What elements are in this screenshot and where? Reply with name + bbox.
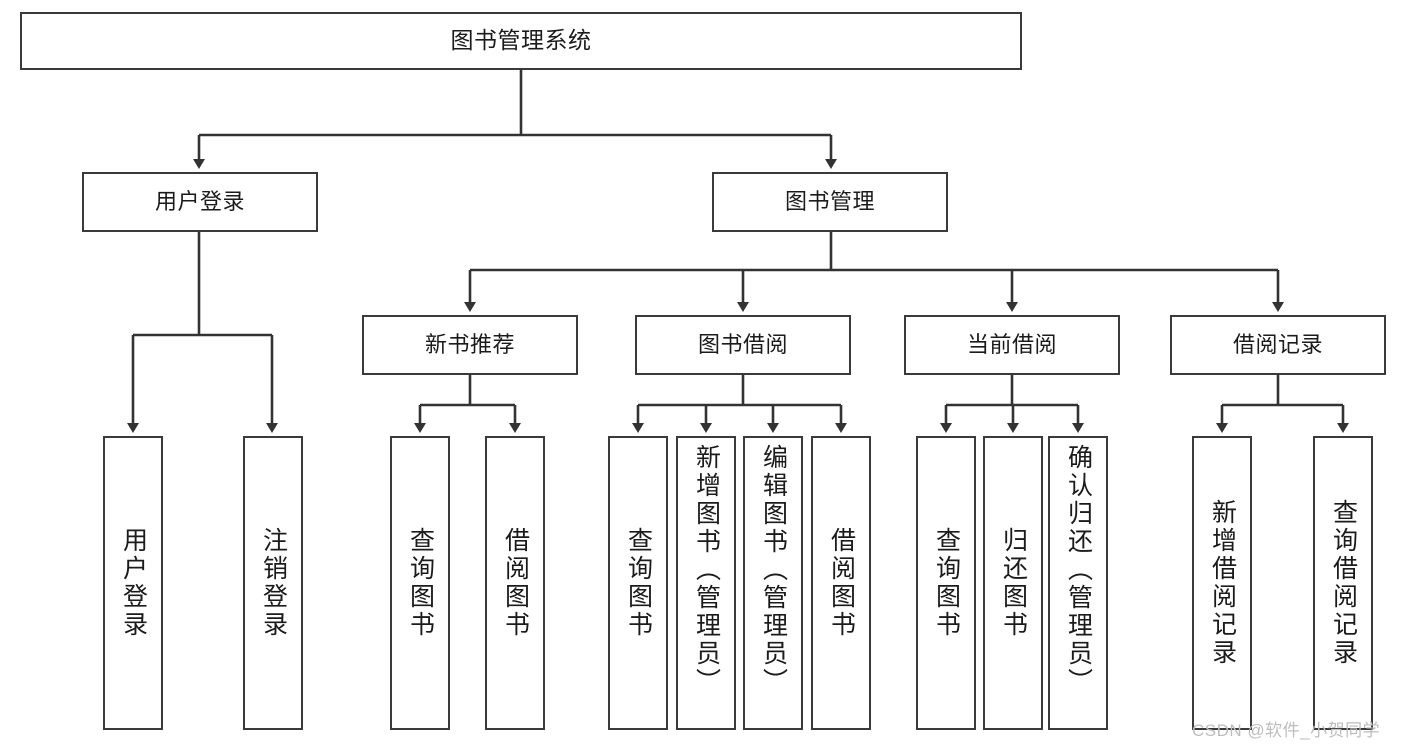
node-borrow-record[interactable]: 借阅记录 [1170, 315, 1386, 375]
node-leaf-query-book-3-label: 查询图书 [932, 527, 961, 639]
node-leaf-query-record-label: 查询借阅记录 [1329, 499, 1358, 667]
node-root[interactable]: 图书管理系统 [20, 12, 1022, 70]
node-book-manage[interactable]: 图书管理 [712, 172, 948, 232]
node-leaf-query-book-1-label: 查询图书 [406, 527, 435, 639]
node-book-borrow[interactable]: 图书借阅 [635, 315, 851, 375]
csdn-watermark: CSDN @软件_小贺同学 [1192, 721, 1381, 740]
node-leaf-confirm-return[interactable]: 确认归还（管理员） [1048, 436, 1108, 730]
node-leaf-add-book[interactable]: 新增图书（管理员） [676, 436, 736, 730]
node-user-login-label: 用户登录 [154, 188, 245, 214]
node-leaf-add-record[interactable]: 新增借阅记录 [1192, 436, 1252, 730]
node-leaf-user-logout[interactable]: 注销登录 [243, 436, 303, 730]
node-leaf-add-record-label: 新增借阅记录 [1208, 499, 1237, 667]
node-new-book-rec-label: 新书推荐 [424, 331, 515, 357]
node-leaf-query-record[interactable]: 查询借阅记录 [1313, 436, 1373, 730]
node-leaf-user-login-label: 用户登录 [119, 527, 148, 639]
node-leaf-borrow-book-2[interactable]: 借阅图书 [811, 436, 871, 730]
node-leaf-return-book[interactable]: 归还图书 [983, 436, 1043, 730]
node-leaf-borrow-book-2-label: 借阅图书 [827, 527, 856, 639]
node-current-borrow[interactable]: 当前借阅 [904, 315, 1120, 375]
node-leaf-query-book-1[interactable]: 查询图书 [390, 436, 450, 730]
node-leaf-add-book-label: 新增图书（管理员） [692, 444, 721, 696]
node-leaf-return-book-label: 归还图书 [999, 527, 1028, 639]
node-book-manage-label: 图书管理 [784, 188, 875, 214]
node-leaf-borrow-book-1[interactable]: 借阅图书 [485, 436, 545, 730]
node-current-borrow-label: 当前借阅 [966, 331, 1057, 357]
node-borrow-record-label: 借阅记录 [1232, 331, 1323, 357]
node-book-borrow-label: 图书借阅 [697, 331, 788, 357]
node-leaf-edit-book[interactable]: 编辑图书（管理员） [743, 436, 803, 730]
node-leaf-edit-book-label: 编辑图书（管理员） [759, 444, 788, 696]
node-leaf-borrow-book-1-label: 借阅图书 [501, 527, 530, 639]
node-leaf-query-book-3[interactable]: 查询图书 [916, 436, 976, 730]
node-new-book-rec[interactable]: 新书推荐 [362, 315, 578, 375]
node-root-label: 图书管理系统 [450, 27, 592, 54]
node-leaf-query-book-2-label: 查询图书 [624, 527, 653, 639]
node-leaf-confirm-return-label: 确认归还（管理员） [1064, 444, 1093, 696]
node-leaf-user-login[interactable]: 用户登录 [103, 436, 163, 730]
node-leaf-query-book-2[interactable]: 查询图书 [608, 436, 668, 730]
node-user-login[interactable]: 用户登录 [82, 172, 318, 232]
node-leaf-user-logout-label: 注销登录 [259, 527, 288, 639]
